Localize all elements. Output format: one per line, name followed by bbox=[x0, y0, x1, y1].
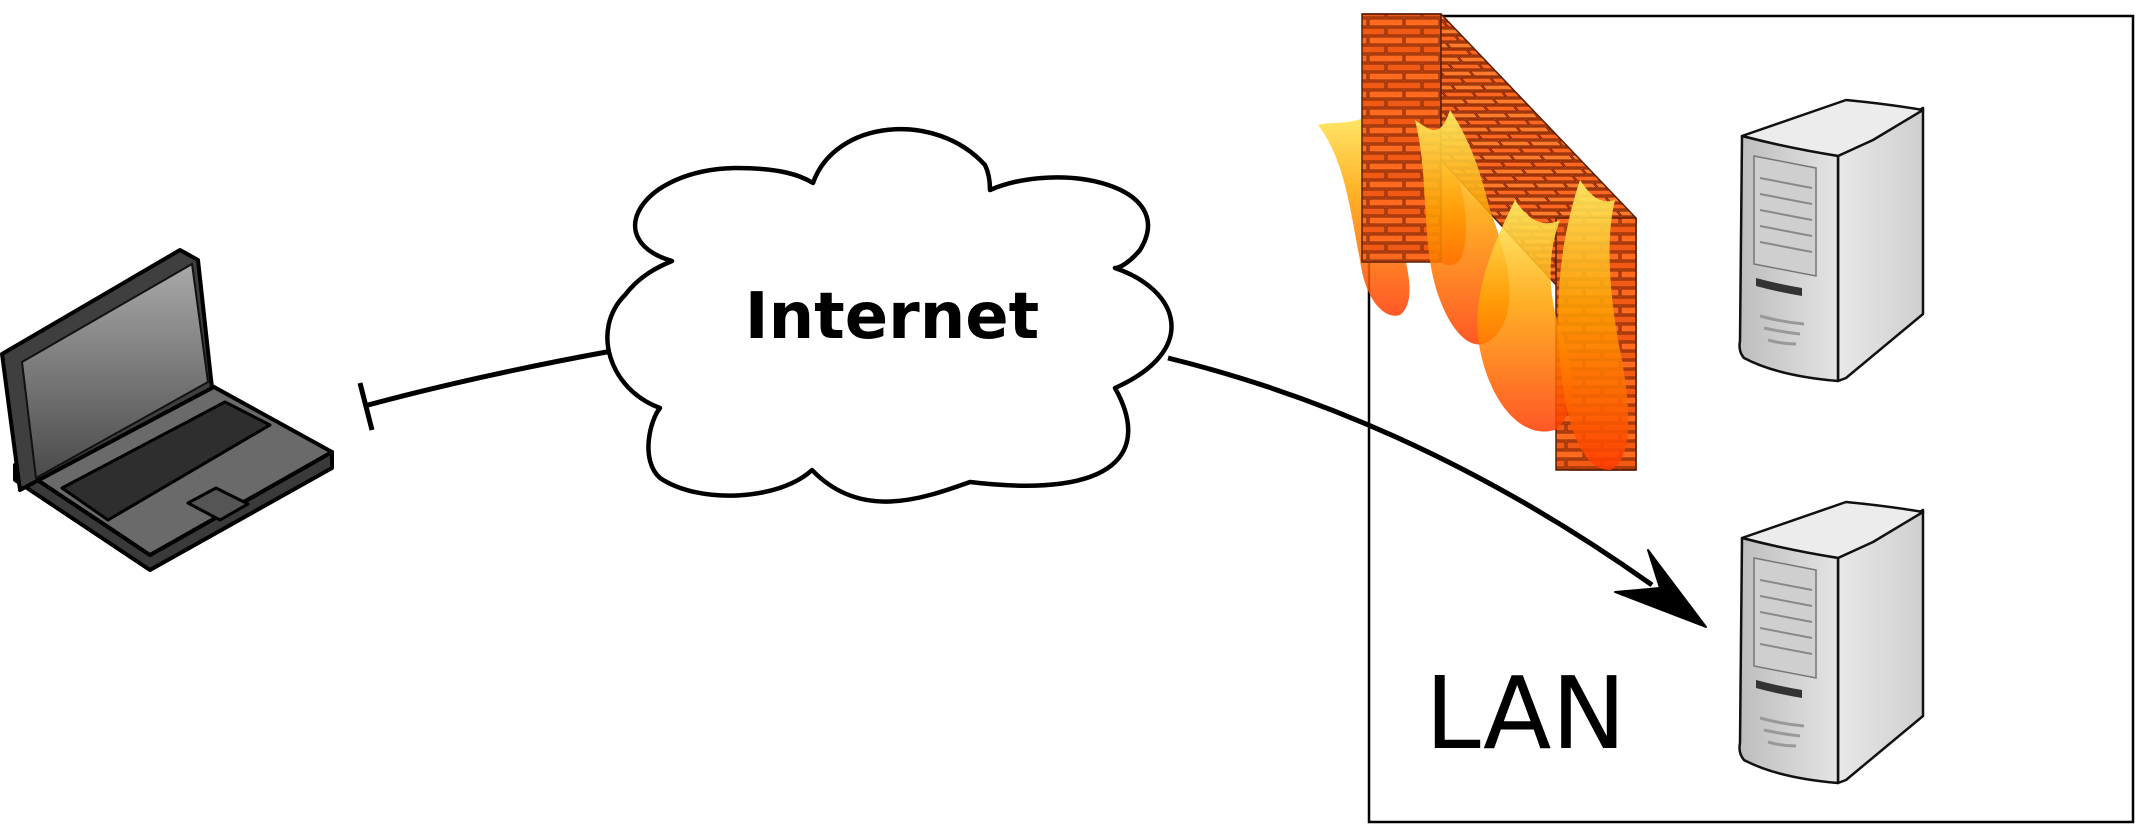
cloud-label: Internet bbox=[745, 280, 1040, 354]
firewall-icon bbox=[1318, 13, 1637, 471]
server-icon bbox=[1738, 500, 1925, 785]
cloud-icon: Internet bbox=[605, 126, 1174, 504]
arrowhead bbox=[1614, 549, 1707, 628]
server-icon bbox=[1738, 98, 1925, 383]
laptop-cloud-link bbox=[357, 348, 613, 431]
laptop-icon bbox=[0, 248, 334, 572]
lan-boundary bbox=[1367, 14, 2135, 824]
cloud-server-link bbox=[1167, 355, 1707, 628]
lan-label: LAN bbox=[1425, 655, 1626, 772]
